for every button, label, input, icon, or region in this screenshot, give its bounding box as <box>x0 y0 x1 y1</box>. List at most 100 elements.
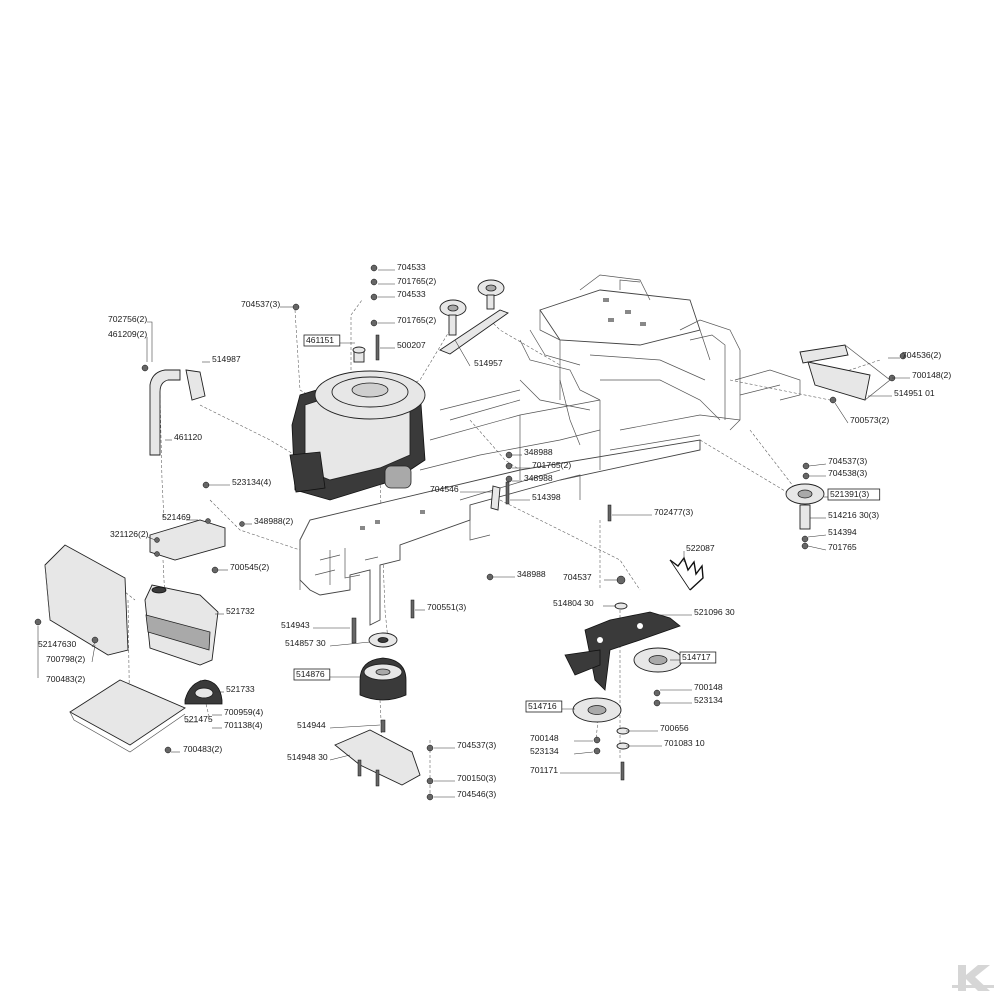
part-number-text: 704537 <box>563 572 592 582</box>
part-number-text: 701171 <box>530 765 558 775</box>
part-number-text: 348988 <box>524 473 553 483</box>
part-number-text: 461209(2) <box>108 329 147 339</box>
part-label-p461209: 461209(2) <box>108 329 147 339</box>
label-box <box>525 700 563 713</box>
part-label-p521391: 521391(3) <box>827 488 881 501</box>
pulley-521391 <box>785 462 825 550</box>
part-label-p700656: 700656 <box>660 723 689 733</box>
part-number-text: 523134 <box>530 746 559 756</box>
k-brand-logo <box>952 965 994 991</box>
part-number-text: 523134(4) <box>232 477 271 487</box>
part-label-p514717: 514717 <box>679 651 717 664</box>
part-number-text: 702756(2) <box>108 314 147 324</box>
part-number-text: 461151 <box>306 335 334 345</box>
engine <box>289 346 426 501</box>
part-number-text: 514717 <box>682 652 711 662</box>
part-number-text: 701083 10 <box>664 738 705 748</box>
label-box <box>679 651 717 664</box>
central-hardware <box>202 451 612 619</box>
part-label-p514398: 514398 <box>532 492 561 502</box>
part-label-p700545: 700545(2) <box>230 562 269 572</box>
part-label-p700150: 700150(3) <box>457 773 496 783</box>
part-number-text: 521096 30 <box>694 607 735 617</box>
part-number-text: 521475 <box>184 714 213 724</box>
part-label-p700483b: 700483(2) <box>183 744 222 754</box>
part-number-text: 348988 <box>517 569 546 579</box>
part-label-p700551: 700551(3) <box>427 602 466 612</box>
part-number-text: 701765(2) <box>397 276 436 286</box>
part-number-text: 704538(3) <box>828 468 867 478</box>
part-label-p521476: 52147630 <box>38 639 76 649</box>
part-number-text: 701765(2) <box>532 460 571 470</box>
muffler <box>144 584 219 666</box>
part-label-p704536: 704536(2) <box>902 350 941 360</box>
exhaust-pipe <box>141 364 206 456</box>
part-label-p461151: 461151 <box>303 334 341 347</box>
part-number-text: 321126(2) <box>110 529 149 539</box>
part-number-text: 521469 <box>162 512 191 522</box>
label-box <box>293 668 331 681</box>
part-number-text: 514957 <box>474 358 503 368</box>
part-number-text: 348988 <box>524 447 553 457</box>
part-number-text: 700148 <box>694 682 723 692</box>
part-label-p700148a: 700148(2) <box>912 370 951 380</box>
part-number-text: 704536(2) <box>902 350 941 360</box>
part-number-text: 461120 <box>174 432 202 442</box>
part-number-text: 521732 <box>226 606 255 616</box>
part-label-p700148c: 700148 <box>530 733 559 743</box>
part-label-p704533b: 704533 <box>397 289 426 299</box>
part-number-text: 701138(4) <box>224 720 263 730</box>
part-label-p700483a: 700483(2) <box>46 674 85 684</box>
part-label-p521475: 521475 <box>184 714 213 724</box>
part-number-text: 700959(4) <box>224 707 263 717</box>
part-label-p348988c: 348988(2) <box>254 516 293 526</box>
part-number-text: 514398 <box>532 492 561 502</box>
label-box <box>827 488 881 501</box>
part-number-text: 514943 <box>281 620 310 630</box>
part-label-p704538: 704538(3) <box>828 468 867 478</box>
part-number-text: 514804 30 <box>553 598 594 608</box>
part-label-p514987: 514987 <box>212 354 241 364</box>
part-number-text: 514857 30 <box>285 638 326 648</box>
part-number-text: 701765(2) <box>397 315 436 325</box>
part-label-p348988b: 348988 <box>524 473 553 483</box>
part-label-p514951: 514951 01 <box>894 388 935 398</box>
part-number-text: 514987 <box>212 354 241 364</box>
part-label-p522087: 522087 <box>686 543 715 553</box>
part-number-text: 700483(2) <box>46 674 85 684</box>
part-label-p321126: 321126(2) <box>110 529 149 539</box>
part-label-p702477: 702477(3) <box>654 507 693 517</box>
part-label-p523134c: 523134 <box>530 746 559 756</box>
part-label-p700148b: 700148 <box>694 682 723 692</box>
part-number-text: 700551(3) <box>427 602 466 612</box>
bracket-521469 <box>149 518 245 561</box>
part-number-text: 700150(3) <box>457 773 496 783</box>
part-label-p704546a: 704546 <box>430 484 459 494</box>
part-label-p523134a: 523134(4) <box>232 477 271 487</box>
part-number-text: 700148(2) <box>912 370 951 380</box>
part-label-p701765d: 701765 <box>828 542 857 552</box>
part-label-p700573: 700573(2) <box>850 415 889 425</box>
part-label-p704537a: 704537(3) <box>241 299 280 309</box>
part-label-p704533a: 704533 <box>397 262 426 272</box>
part-number-text: 52147630 <box>38 639 76 649</box>
part-number-text: 514876 <box>296 669 325 679</box>
part-label-p704546b: 704546(3) <box>457 789 496 799</box>
part-number-text: 514216 30(3) <box>828 510 879 520</box>
part-number-text: 704533 <box>397 262 426 272</box>
part-number-text: 704533 <box>397 289 426 299</box>
leader-lines <box>37 269 910 798</box>
part-label-p500207: 500207 <box>397 340 426 350</box>
part-number-text: 700573(2) <box>850 415 889 425</box>
label-box <box>303 334 341 347</box>
part-label-p521733: 521733 <box>226 684 255 694</box>
part-number-text: 704537(3) <box>457 740 496 750</box>
part-label-p461120: 461120 <box>174 432 202 442</box>
part-number-text: 521733 <box>226 684 255 694</box>
part-label-p514957: 514957 <box>474 358 503 368</box>
part-label-p701765a: 701765(2) <box>397 276 436 286</box>
part-number-text: 700798(2) <box>46 654 85 664</box>
part-number-text: 700545(2) <box>230 562 269 572</box>
part-number-text: 521391(3) <box>830 489 869 499</box>
part-label-p514716: 514716 <box>525 700 563 713</box>
